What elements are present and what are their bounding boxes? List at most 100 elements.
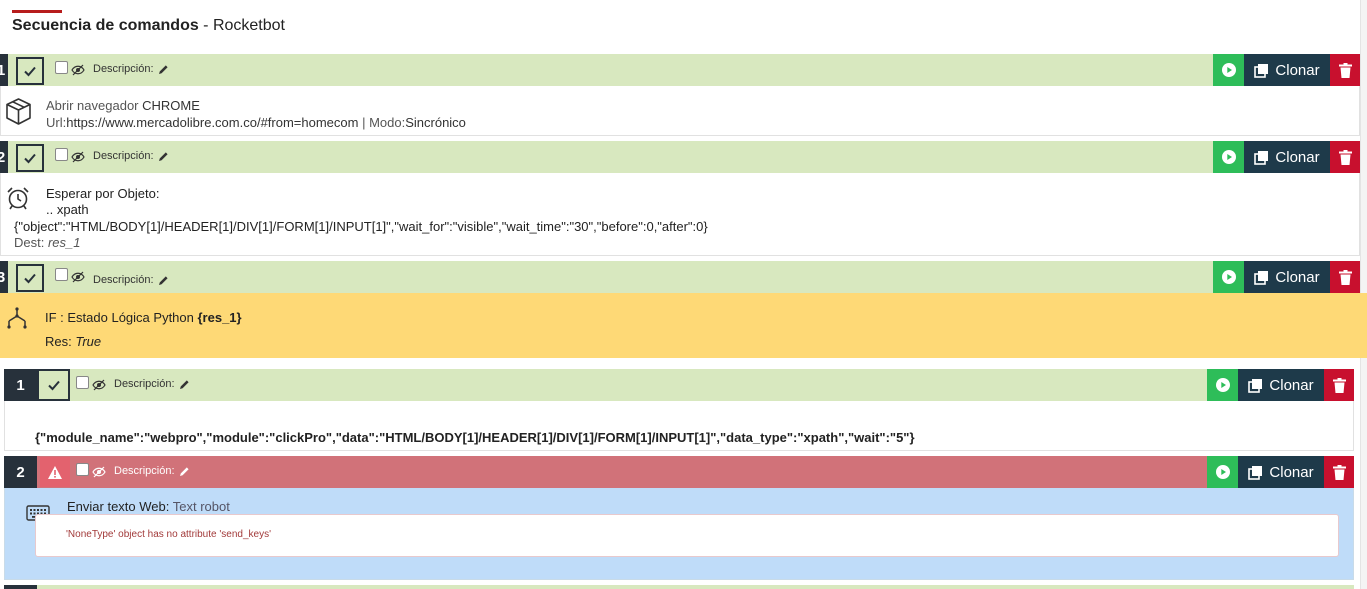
description-field[interactable]: Descripción: bbox=[114, 378, 190, 390]
pencil-icon bbox=[179, 379, 189, 389]
package-icon bbox=[6, 98, 31, 125]
description-label: Descripción: bbox=[114, 378, 175, 390]
title-bar: Secuencia de comandos - Rocketbot bbox=[0, 0, 1367, 54]
command-line-3: {"object":"HTML/BODY[1]/HEADER[1]/DIV[1]… bbox=[14, 219, 708, 234]
eye-slash-icon[interactable] bbox=[92, 379, 106, 391]
command-header: 1 Descripción: Clonar bbox=[0, 54, 1360, 86]
command-body[interactable]: Esperar por Objeto: .. xpath {"object":"… bbox=[0, 173, 1360, 256]
enable-toggle-button[interactable] bbox=[16, 264, 44, 292]
trash-icon bbox=[1338, 269, 1352, 285]
description-field[interactable]: Descripción: bbox=[93, 63, 169, 75]
warning-icon bbox=[48, 465, 62, 479]
pencil-icon bbox=[179, 466, 189, 476]
play-icon bbox=[1221, 270, 1236, 284]
command-line-1: Esperar por Objeto: bbox=[46, 186, 160, 201]
check-icon bbox=[24, 153, 36, 164]
clone-label: Clonar bbox=[1269, 376, 1314, 394]
run-command-button[interactable] bbox=[1207, 456, 1238, 488]
trash-icon bbox=[1338, 149, 1352, 165]
command-index: 2 bbox=[4, 456, 37, 488]
if-condition-line: IF : Estado Lógica Python {res_1} bbox=[45, 310, 242, 325]
command-body[interactable]: {"module_name":"webpro","module":"clickP… bbox=[4, 401, 1354, 451]
enable-toggle-button[interactable] bbox=[16, 57, 44, 85]
title-accent bbox=[12, 10, 62, 13]
error-message-box: 'NoneType' object has no attribute 'send… bbox=[35, 514, 1339, 557]
eye-slash-icon[interactable] bbox=[71, 64, 85, 76]
command-index: 1 bbox=[4, 369, 37, 401]
command-index: 2 bbox=[0, 141, 8, 173]
next-command-header-partial bbox=[4, 585, 1354, 589]
clone-icon bbox=[1254, 150, 1269, 165]
play-icon bbox=[1221, 63, 1236, 77]
description-field[interactable]: Descripción: bbox=[93, 150, 169, 162]
run-command-button[interactable] bbox=[1207, 369, 1238, 401]
command-line-1: Enviar texto Web: Text robot bbox=[67, 499, 230, 514]
clone-icon bbox=[1254, 270, 1269, 285]
page-title: Secuencia de comandos - Rocketbot bbox=[12, 17, 285, 34]
skip-checkbox[interactable] bbox=[55, 148, 68, 161]
command-block-1: 1 Descripción: Clonar Abrir navegador CH… bbox=[0, 54, 1360, 136]
clone-icon bbox=[1254, 63, 1269, 78]
skip-checkbox[interactable] bbox=[55, 268, 68, 281]
delete-button[interactable] bbox=[1324, 369, 1354, 401]
if-result-line: Res: True bbox=[45, 334, 102, 349]
command-line-2: .. xpath bbox=[46, 202, 89, 217]
check-icon bbox=[24, 66, 36, 77]
eye-slash-icon[interactable] bbox=[92, 466, 106, 478]
clone-button[interactable]: Clonar bbox=[1244, 261, 1330, 293]
trash-icon bbox=[1338, 62, 1352, 78]
pencil-icon bbox=[158, 64, 168, 74]
command-header: 1 Descripción: Clonar bbox=[4, 369, 1354, 401]
skip-checkbox[interactable] bbox=[76, 376, 89, 389]
command-index: 1 bbox=[0, 54, 8, 86]
if-command-body[interactable]: IF : Estado Lógica Python {res_1} Res: T… bbox=[0, 293, 1367, 358]
eye-slash-icon[interactable] bbox=[71, 151, 85, 163]
alarm-clock-icon bbox=[7, 187, 29, 210]
clone-label: Clonar bbox=[1275, 61, 1320, 79]
description-label: Descripción: bbox=[114, 465, 175, 477]
delete-button[interactable] bbox=[1330, 141, 1360, 173]
pencil-icon bbox=[158, 275, 168, 285]
eye-slash-icon[interactable] bbox=[71, 271, 85, 283]
run-command-button[interactable] bbox=[1213, 54, 1244, 86]
command-line-1: Abrir navegador CHROME bbox=[46, 98, 200, 113]
description-field[interactable]: Descripción: bbox=[114, 465, 190, 477]
check-icon bbox=[24, 273, 36, 284]
play-icon bbox=[1215, 378, 1230, 392]
trash-icon bbox=[1332, 464, 1346, 480]
skip-checkbox[interactable] bbox=[76, 463, 89, 476]
command-block-2: 2 Descripción: Clonar Esperar por Objeto… bbox=[0, 141, 1360, 256]
command-body[interactable]: Abrir navegador CHROME Url:https://www.m… bbox=[0, 86, 1360, 136]
clone-button[interactable]: Clonar bbox=[1238, 456, 1324, 488]
clone-button[interactable]: Clonar bbox=[1238, 369, 1324, 401]
nested-command-block-1: 1 Descripción: Clonar {"module_name":"we… bbox=[4, 369, 1354, 451]
error-message-text: 'NoneType' object has no attribute 'send… bbox=[66, 529, 271, 540]
delete-button[interactable] bbox=[1324, 456, 1354, 488]
branch-icon bbox=[7, 307, 27, 329]
enable-toggle-button[interactable] bbox=[16, 144, 44, 172]
clone-label: Clonar bbox=[1275, 148, 1320, 166]
description-label: Descripción: bbox=[93, 150, 154, 162]
clone-icon bbox=[1248, 378, 1263, 393]
play-icon bbox=[1215, 465, 1230, 479]
clone-button[interactable]: Clonar bbox=[1244, 141, 1330, 173]
clone-button[interactable]: Clonar bbox=[1244, 54, 1330, 86]
command-header: 3 Descripción: Clonar bbox=[0, 261, 1360, 293]
run-command-button[interactable] bbox=[1213, 141, 1244, 173]
skip-checkbox[interactable] bbox=[55, 61, 68, 74]
trash-icon bbox=[1332, 377, 1346, 393]
error-indicator-button[interactable] bbox=[40, 457, 70, 487]
description-field[interactable]: Descripción: bbox=[93, 274, 169, 286]
command-line-2: Url:https://www.mercadolibre.com.co/#fro… bbox=[46, 115, 466, 130]
command-body[interactable]: Enviar texto Web: Text robot 'NoneType' … bbox=[4, 488, 1354, 580]
play-icon bbox=[1221, 150, 1236, 164]
command-block-3: 3 Descripción: Clonar IF : Estado Lógica… bbox=[0, 261, 1367, 358]
clone-label: Clonar bbox=[1269, 463, 1314, 481]
run-command-button[interactable] bbox=[1213, 261, 1244, 293]
command-header: 2 Descripción: Clonar bbox=[0, 141, 1360, 173]
clone-icon bbox=[1248, 465, 1263, 480]
delete-button[interactable] bbox=[1330, 54, 1360, 86]
command-line-1: {"module_name":"webpro","module":"clickP… bbox=[35, 430, 915, 445]
delete-button[interactable] bbox=[1330, 261, 1360, 293]
enable-toggle-button[interactable] bbox=[37, 369, 70, 401]
